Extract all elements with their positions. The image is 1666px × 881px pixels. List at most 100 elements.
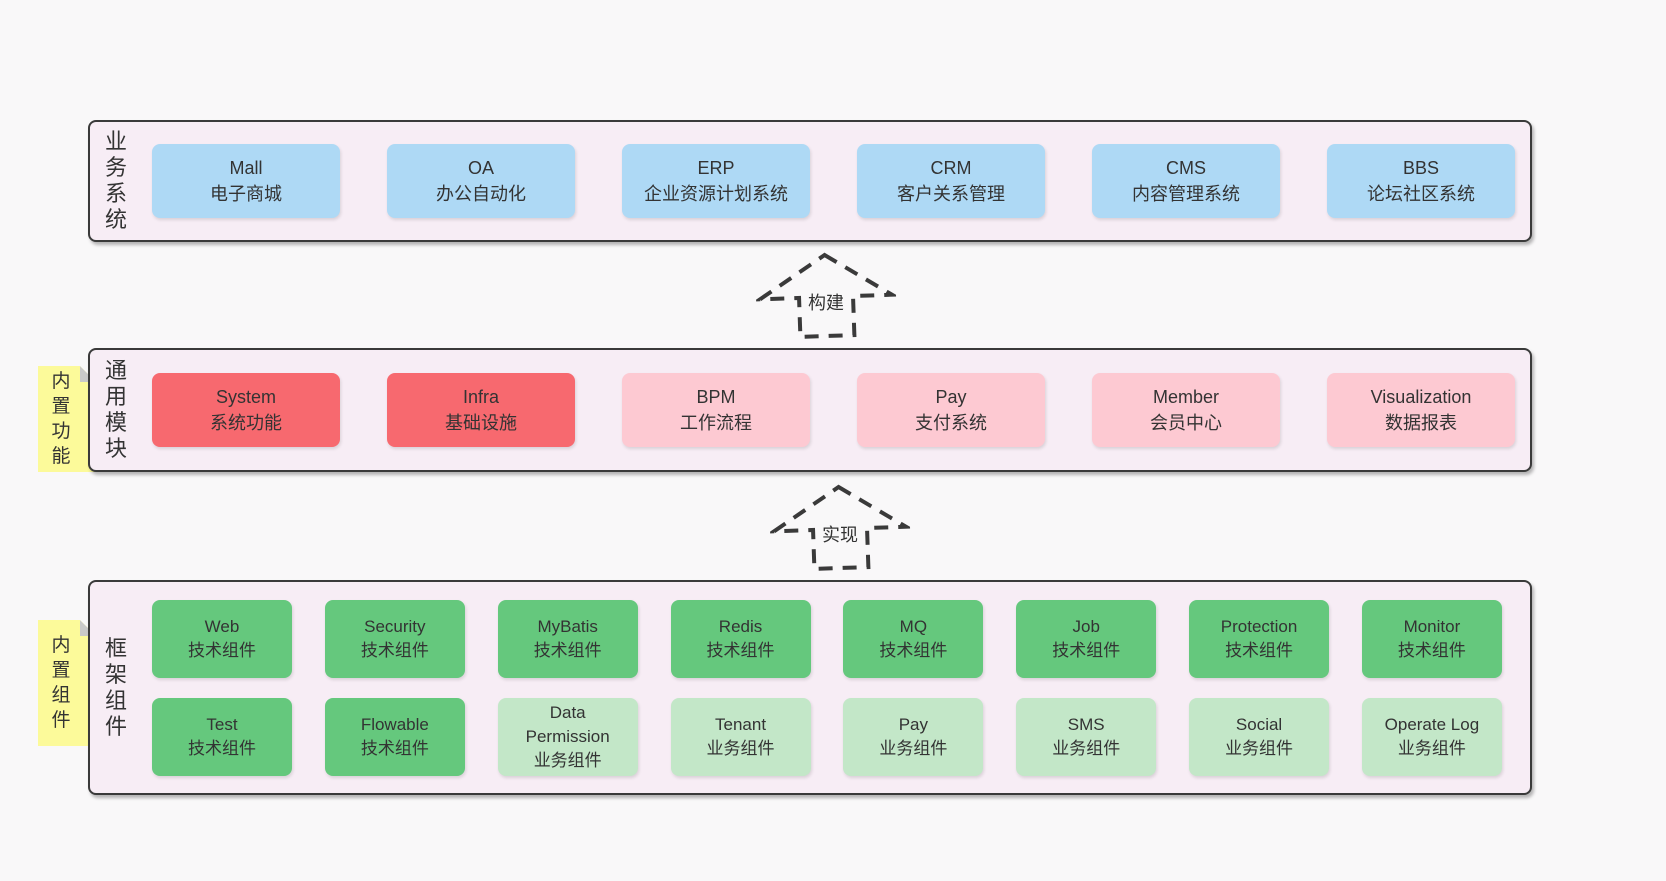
box-subtitle: 业务组件 [533, 750, 602, 770]
component-box: Tenant 业务组件 [670, 697, 811, 776]
module-box: BBS 论坛社区系统 [1327, 144, 1515, 218]
box-subtitle: 业务组件 [1052, 738, 1121, 758]
box-subtitle: 内容管理系统 [1132, 184, 1240, 204]
box-subtitle: 业务组件 [879, 738, 948, 758]
box-subtitle: 技术组件 [360, 738, 429, 758]
box-title: Infra [462, 387, 500, 407]
box-subtitle: 技术组件 [360, 640, 429, 660]
box-title: OA [467, 158, 494, 178]
box-subtitle: 会员中心 [1150, 413, 1222, 433]
box-subtitle: 基础设施 [445, 413, 517, 433]
module-box: Mall 电子商城 [152, 144, 340, 218]
box-subtitle: 技术组件 [533, 640, 602, 660]
box-title: Pay [898, 714, 929, 734]
component-box: MQ 技术组件 [843, 599, 984, 678]
box-title: Job [1072, 616, 1100, 636]
box-title: Member [1152, 387, 1219, 407]
box-subtitle: 技术组件 [1397, 640, 1466, 660]
box-title: Monitor [1403, 616, 1461, 636]
box-title: Flowable [360, 714, 429, 734]
box-subtitle: 工作流程 [680, 413, 752, 433]
box-title: CRM [930, 158, 972, 178]
arrow-label: 实现 [819, 524, 861, 546]
box-title: Social [1235, 714, 1283, 734]
box-title: Visualization [1370, 387, 1472, 407]
box-subtitle: 数据报表 [1385, 413, 1457, 433]
module-box: OA 办公自动化 [387, 144, 575, 218]
box-title: Mall [229, 158, 263, 178]
module-box: BPM 工作流程 [622, 373, 810, 447]
box-subtitle: 业务组件 [706, 738, 775, 758]
component-box: Protection 技术组件 [1189, 599, 1330, 678]
box-title: BPM [696, 387, 736, 407]
box-subtitle: 支付系统 [915, 413, 987, 433]
box-subtitle: 技术组件 [706, 640, 775, 660]
sticky-note-label: 内置功能 [51, 371, 71, 467]
box-subtitle: 办公自动化 [436, 184, 526, 204]
module-box: Infra 基础设施 [387, 373, 575, 447]
box-title: ERP [697, 158, 735, 178]
box-title: System [215, 387, 276, 407]
component-box: Job 技术组件 [1016, 599, 1157, 678]
layer-framework-components: 框架组件 Web 技术组件 Security 技术组件 MyBatis 技术组件 [88, 580, 1532, 795]
box-title: Data Permission [525, 702, 610, 746]
component-box: Operate Log 业务组件 [1361, 697, 1502, 776]
components-row-1: Web 技术组件 Security 技术组件 MyBatis 技术组件 Redi… [129, 599, 1530, 678]
arrow-label: 构建 [805, 292, 847, 314]
component-box: Security 技术组件 [324, 599, 465, 678]
components-row-2: Test 技术组件 Flowable 技术组件 Data Permission … [129, 697, 1530, 776]
layer-label: 框架组件 [104, 635, 127, 739]
box-subtitle: 业务组件 [1225, 738, 1294, 758]
box-title: MQ [899, 616, 928, 636]
box-subtitle: 电子商城 [210, 184, 282, 204]
box-title: CMS [1166, 158, 1206, 178]
layer-label: 业务系统 [104, 129, 127, 232]
up-arrow-icon [754, 252, 898, 339]
module-box: ERP 企业资源计划系统 [622, 144, 810, 218]
box-subtitle: 技术组件 [1225, 640, 1294, 660]
module-box: CRM 客户关系管理 [857, 144, 1045, 218]
box-title: Tenant [715, 714, 767, 734]
layer-business-systems: 业务系统 Mall 电子商城 OA 办公自动化 ERP 企业资源计划系统 CRM… [88, 120, 1532, 242]
component-box: Flowable 技术组件 [324, 697, 465, 776]
box-title: Pay [935, 387, 967, 407]
box-subtitle: 技术组件 [1052, 640, 1121, 660]
module-box: CMS 内容管理系统 [1092, 144, 1280, 218]
layer-common-modules: 通用模块 System 系统功能 Infra 基础设施 BPM 工作流程 Pay… [88, 348, 1532, 472]
component-box: SMS 业务组件 [1016, 697, 1157, 776]
box-title: BBS [1402, 158, 1440, 178]
module-box: Pay 支付系统 [857, 373, 1045, 447]
module-box: System 系统功能 [152, 373, 340, 447]
box-title: Redis [718, 616, 763, 636]
up-arrow-icon [768, 484, 912, 571]
component-box: MyBatis 技术组件 [497, 599, 638, 678]
box-title: Protection [1220, 616, 1298, 636]
box-title: Operate Log [1384, 714, 1480, 734]
component-box: Test 技术组件 [152, 697, 292, 776]
box-subtitle: 技术组件 [188, 640, 256, 660]
component-box: Pay 业务组件 [843, 697, 984, 776]
box-title: MyBatis [537, 616, 598, 636]
box-subtitle: 业务组件 [1397, 738, 1466, 758]
layer-label: 通用模块 [104, 358, 127, 461]
box-subtitle: 技术组件 [188, 738, 256, 758]
box-subtitle: 技术组件 [879, 640, 948, 660]
component-box: Redis 技术组件 [670, 599, 811, 678]
component-box: Web 技术组件 [152, 599, 292, 678]
implement-arrow: 实现 [768, 484, 912, 572]
box-subtitle: 客户关系管理 [897, 184, 1005, 204]
business-box-row: Mall 电子商城 OA 办公自动化 ERP 企业资源计划系统 CRM 客户关系… [129, 144, 1530, 218]
box-subtitle: 论坛社区系统 [1367, 184, 1475, 204]
component-box: Social 业务组件 [1189, 697, 1330, 776]
box-subtitle: 系统功能 [210, 413, 282, 433]
sticky-note-label: 内置组件 [51, 635, 71, 731]
components-grid: Web 技术组件 Security 技术组件 MyBatis 技术组件 Redi… [129, 599, 1530, 776]
module-box: Visualization 数据报表 [1327, 373, 1515, 447]
build-arrow: 构建 [754, 252, 898, 340]
box-subtitle: 企业资源计划系统 [644, 184, 788, 204]
sticky-note-built-in-components: 内置组件 [38, 620, 96, 746]
box-title: SMS [1067, 714, 1105, 734]
module-box: Member 会员中心 [1092, 373, 1280, 447]
box-title: Web [204, 616, 240, 636]
modules-box-row: System 系统功能 Infra 基础设施 BPM 工作流程 Pay 支付系统… [129, 373, 1530, 447]
